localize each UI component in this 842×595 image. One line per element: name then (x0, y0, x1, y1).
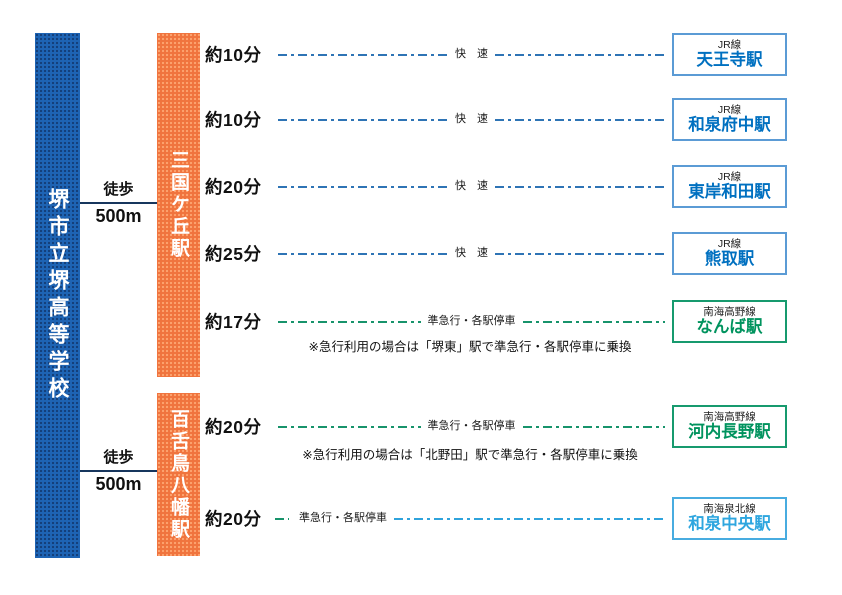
route-service-label: 準急行・各駅停車 (427, 420, 516, 432)
route-line (278, 320, 421, 323)
route-time: 約10分 (205, 110, 262, 130)
station-name: なんば駅 (696, 318, 763, 337)
walk-connector-1: 徒歩 500m (80, 179, 157, 228)
route-row-izumifuchu: 約10分 快 速 JR線 和泉府中駅 (205, 98, 787, 141)
walk-line (80, 202, 157, 204)
station-box-namba: 南海高野線 なんば駅 (672, 300, 787, 343)
station-name: 和泉中央駅 (688, 515, 771, 534)
route-line (495, 53, 665, 56)
walk-label: 徒歩 (103, 449, 134, 466)
station-name: 和泉府中駅 (688, 116, 771, 135)
route-time: 約20分 (205, 177, 262, 197)
route-line (495, 252, 665, 255)
transfer-note-namba: ※急行利用の場合は「堺東」駅で準急行・各駅停車に乗換 (308, 340, 632, 354)
walk-distance: 500m (95, 474, 142, 494)
station-name: 天王寺駅 (696, 51, 763, 70)
route-service-label: 準急行・各駅停車 (427, 315, 516, 327)
route-row-kawachinagano: 約20分 準急行・各駅停車 南海高野線 河内長野駅 (205, 405, 787, 448)
route-row-higashikishiwada: 約20分 快 速 JR線 東岸和田駅 (205, 165, 787, 208)
station-box-kawachinagano: 南海高野線 河内長野駅 (672, 405, 787, 448)
hub-station-bar-mikunigaoka: 三国ケ丘駅 (157, 33, 200, 377)
route-line (495, 118, 665, 121)
route-service-label: 快 速 (455, 180, 488, 192)
station-box-kumatori: JR線 熊取駅 (672, 232, 787, 275)
station-box-izumifuchu: JR線 和泉府中駅 (672, 98, 787, 141)
route-line (522, 425, 665, 428)
station-line-name: JR線 (717, 38, 742, 51)
station-box-higashikishiwada: JR線 東岸和田駅 (672, 165, 787, 208)
station-line-name: JR線 (717, 103, 742, 116)
walk-label: 徒歩 (103, 181, 134, 198)
walk-line (80, 470, 157, 472)
station-line-name: 南海高野線 (703, 305, 756, 318)
route-line (495, 185, 665, 188)
school-name: 堺市立堺高等学校 (46, 187, 69, 404)
route-service-label: 快 速 (455, 48, 488, 60)
station-name: 熊取駅 (704, 250, 755, 269)
walk-connector-2: 徒歩 500m (80, 447, 157, 496)
station-name: 河内長野駅 (688, 423, 771, 442)
route-line (278, 53, 448, 56)
route-time: 約10分 (205, 45, 262, 65)
route-line (394, 517, 665, 520)
route-line (278, 185, 448, 188)
station-box-tennoji: JR線 天王寺駅 (672, 33, 787, 76)
route-line (278, 425, 421, 428)
route-time: 約20分 (205, 509, 262, 529)
route-row-kumatori: 約25分 快 速 JR線 熊取駅 (205, 232, 787, 275)
hub-station-bar-mozuhachiman: 百舌鳥八幡駅 (157, 393, 200, 556)
route-service-label: 快 速 (455, 113, 488, 125)
route-service-label: 準急行・各駅停車 (299, 512, 387, 524)
station-box-izumichuo: 南海泉北線 和泉中央駅 (672, 497, 787, 540)
route-service-label: 快 速 (455, 247, 488, 259)
route-line (522, 320, 665, 323)
route-time: 約25分 (205, 244, 262, 264)
route-row-izumichuo: 約20分 準急行・各駅停車 南海泉北線 和泉中央駅 (205, 497, 787, 540)
station-line-name: JR線 (717, 170, 742, 183)
hub-station-name: 三国ケ丘駅 (168, 150, 189, 260)
hub-station-name: 百舌鳥八幡駅 (168, 408, 189, 541)
walk-distance: 500m (95, 206, 142, 226)
route-line (275, 517, 289, 520)
route-row-namba: 約17分 準急行・各駅停車 南海高野線 なんば駅 (205, 300, 787, 343)
transfer-note-kawachinagano: ※急行利用の場合は「北野田」駅で準急行・各駅停車に乗換 (302, 448, 638, 462)
route-time: 約17分 (205, 312, 262, 332)
route-row-tennoji: 約10分 快 速 JR線 天王寺駅 (205, 33, 787, 76)
route-line (278, 118, 448, 121)
route-line (278, 252, 448, 255)
route-time: 約20分 (205, 417, 262, 437)
station-line-name: 南海高野線 (703, 410, 756, 423)
station-line-name: JR線 (717, 237, 742, 250)
station-name: 東岸和田駅 (688, 183, 771, 202)
station-line-name: 南海泉北線 (703, 502, 756, 515)
school-bar: 堺市立堺高等学校 (35, 33, 80, 558)
